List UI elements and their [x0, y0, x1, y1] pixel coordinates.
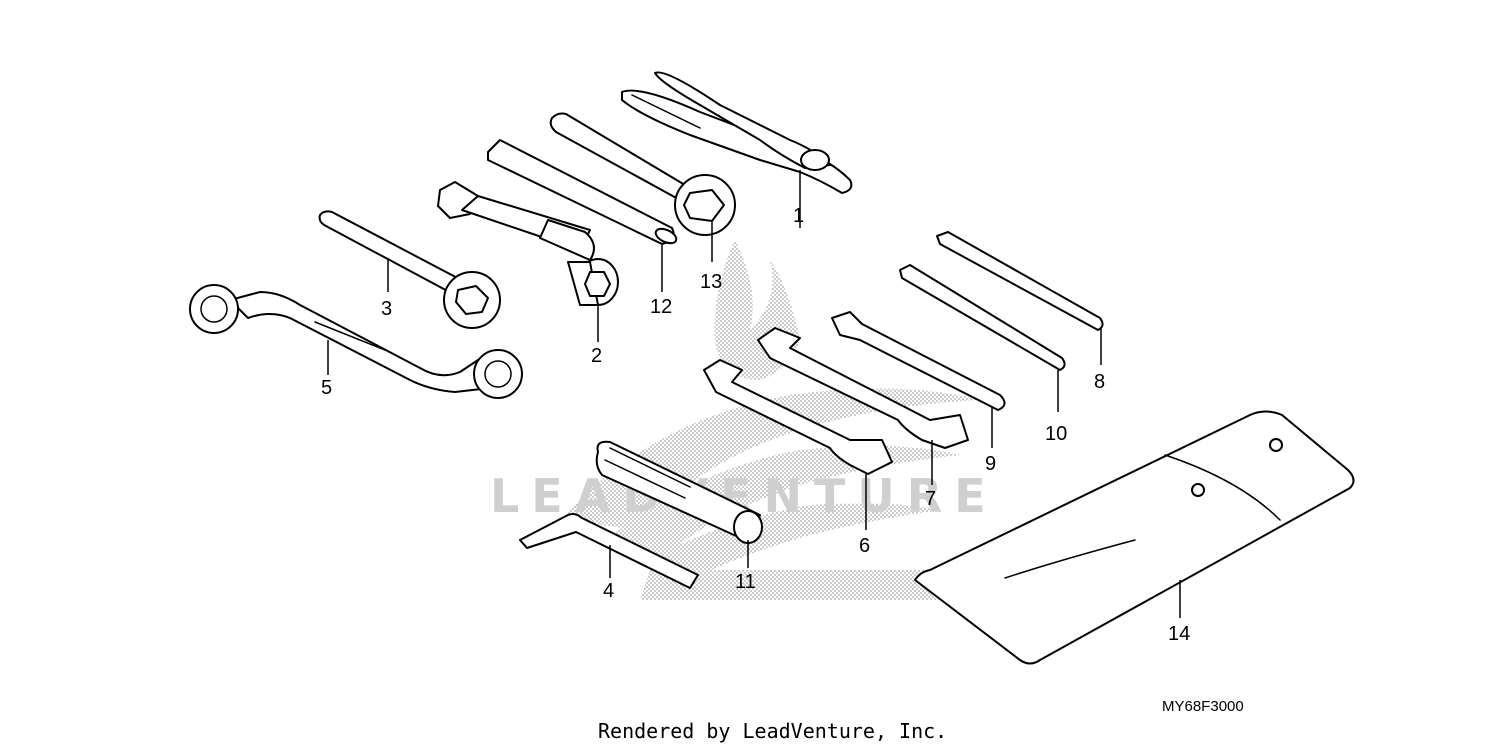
callout-1: 1: [793, 205, 804, 227]
callout-11: 11: [735, 571, 756, 593]
open-end-wrench-9: [757, 327, 969, 449]
callout-10: 10: [1045, 423, 1067, 445]
callout-13: 13: [700, 271, 722, 293]
callout-3: 3: [381, 298, 392, 320]
callout-7: 7: [925, 488, 936, 510]
ring-wrench-3: [318, 210, 501, 329]
diagram-code: MY68F3000: [1162, 698, 1244, 715]
footer-credit: Rendered by LeadVenture, Inc.: [598, 719, 947, 743]
callout-14: 14: [1168, 623, 1190, 645]
extension-bar-12: [487, 139, 678, 245]
pliers: [621, 71, 853, 194]
tool-bag-14: [914, 410, 1355, 665]
open-end-wrench-6: [703, 359, 893, 475]
callout-9: 9: [985, 453, 996, 475]
offset-box-wrench-5: [189, 284, 523, 399]
callout-2: 2: [591, 345, 602, 367]
hex-wrench-4: [519, 513, 699, 589]
screwdriver-handle-11: [595, 440, 763, 544]
callout-5: 5: [321, 377, 332, 399]
open-end-wrench-7: [831, 311, 1006, 411]
screwdriver-grip-8: [936, 231, 1104, 331]
callout-12: 12: [650, 296, 672, 318]
screwdriver-10: [899, 264, 1066, 371]
callout-8: 8: [1094, 371, 1105, 393]
callout-4: 4: [603, 580, 614, 602]
spark-plug-socket-2: [437, 181, 619, 306]
callout-6: 6: [859, 535, 870, 557]
box-wrench-13: [549, 112, 736, 236]
